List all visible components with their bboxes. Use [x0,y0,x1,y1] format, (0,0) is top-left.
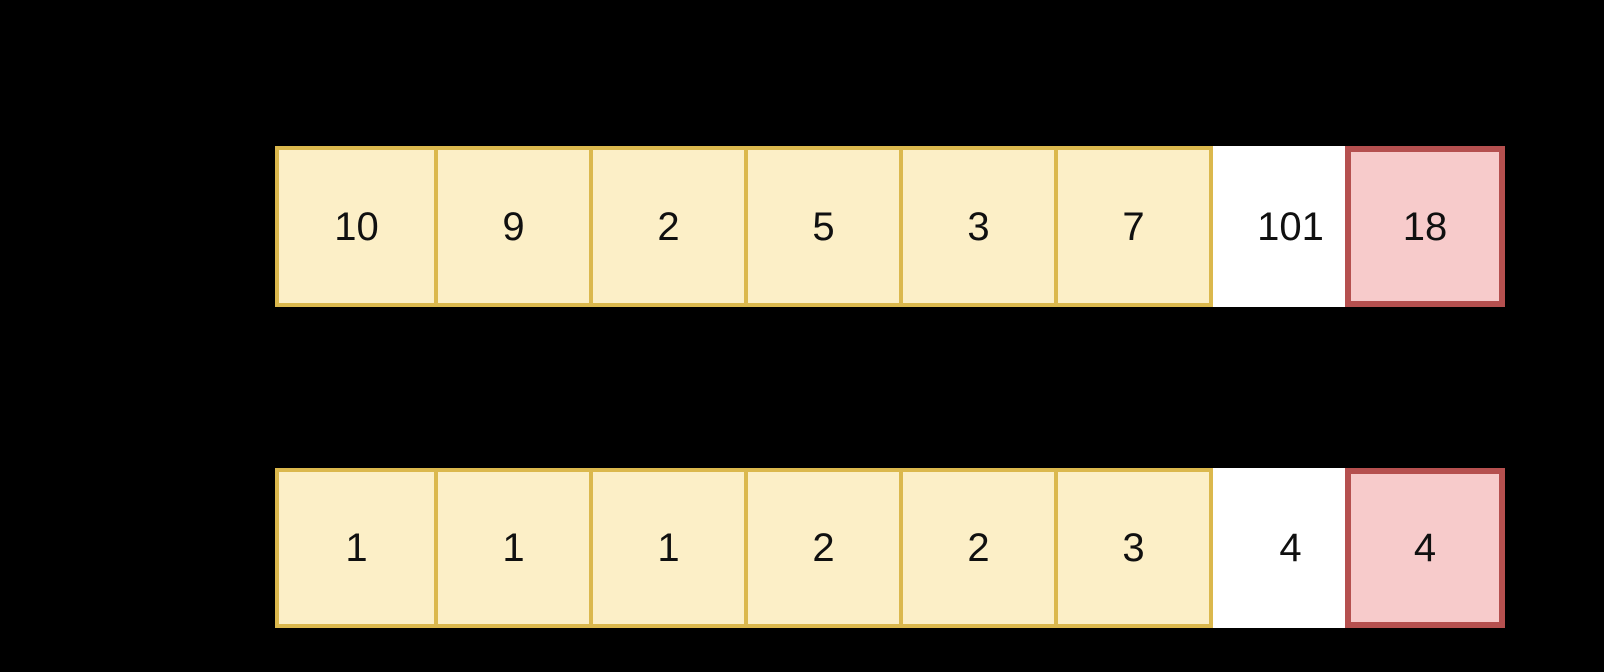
array-row-counts: 1 1 1 2 2 3 4 4 [275,468,1505,628]
array-cell[interactable]: 3 [1054,472,1209,624]
array-segment-normal: 10 9 2 5 3 7 [275,146,1213,307]
array-cell[interactable]: 2 [744,472,899,624]
array-cell-plain[interactable]: 101 [1213,146,1368,307]
array-cell-highlighted[interactable]: 18 [1345,146,1505,307]
array-cell[interactable]: 5 [744,150,899,303]
array-cell[interactable]: 7 [1054,150,1209,303]
array-row-values: 10 9 2 5 3 7 101 18 [275,146,1505,307]
array-cell[interactable]: 1 [345,526,368,570]
array-cell-highlighted[interactable]: 4 [1345,468,1505,628]
array-cell-plain[interactable]: 4 [1213,468,1368,628]
array-cell[interactable]: 10 [334,204,379,249]
array-cell[interactable]: 1 [589,472,744,624]
array-cell[interactable]: 9 [434,150,589,303]
array-cell[interactable]: 2 [589,150,744,303]
array-segment-normal: 1 1 1 2 2 3 [275,468,1213,628]
array-cell[interactable]: 3 [899,150,1054,303]
array-cell[interactable]: 2 [899,472,1054,624]
array-cell[interactable]: 1 [434,472,589,624]
